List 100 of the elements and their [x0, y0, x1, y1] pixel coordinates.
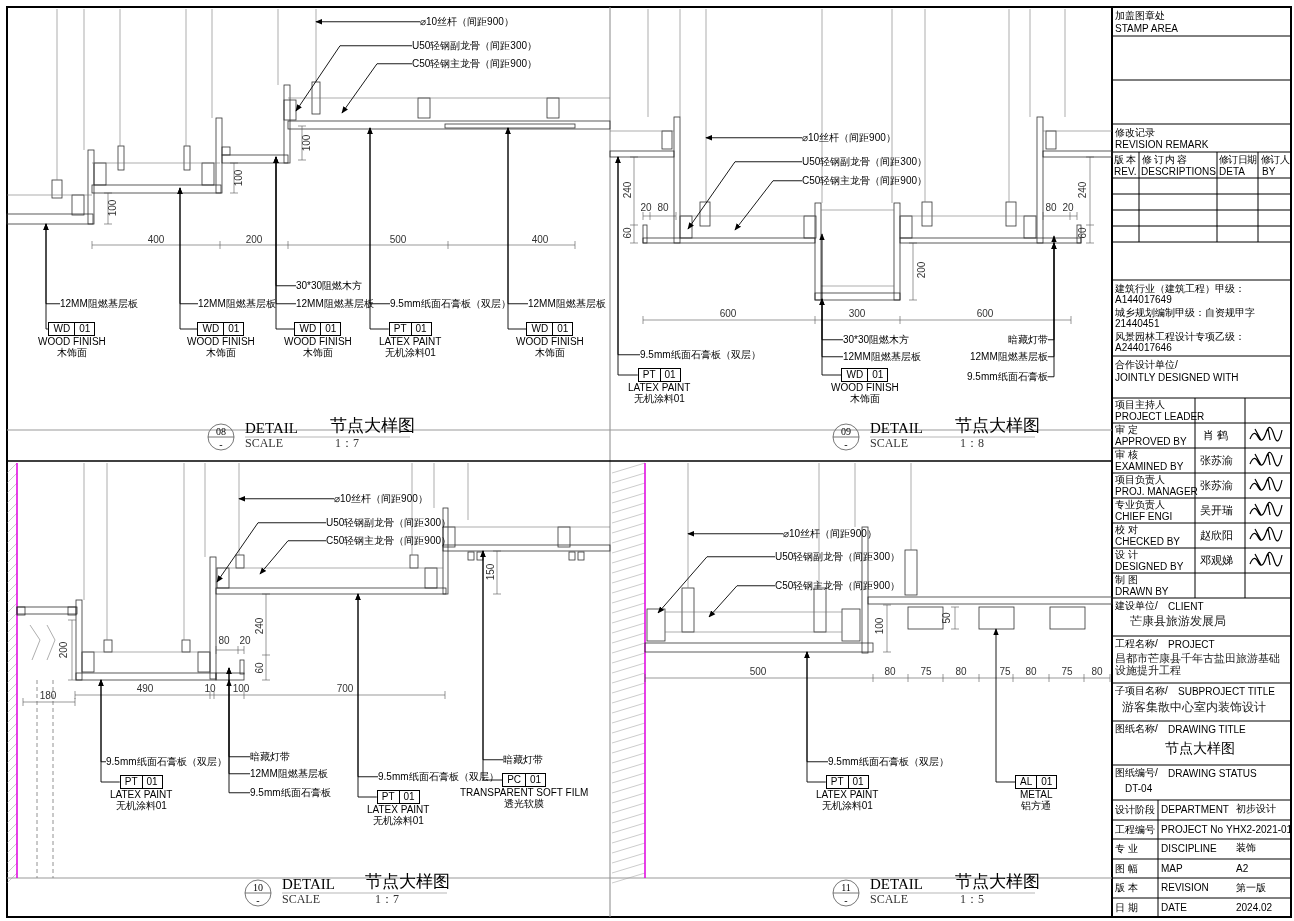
dimension-value: 180	[39, 689, 57, 701]
dimension-value: 20	[1062, 201, 1074, 213]
dimension-value: 80	[955, 665, 967, 677]
callout-text: 9.5mm纸面石膏板（双层）	[106, 756, 227, 768]
table-text: 建筑行业（建筑工程）甲级：A144017649	[1115, 283, 1246, 305]
table-text: 合作设计单位/	[1115, 359, 1178, 370]
callout-text: 暗藏灯带	[1008, 334, 1048, 346]
ceiling-section-drawing	[609, 8, 1113, 301]
material-name: 木饰面	[534, 347, 565, 358]
callout-text: 9.5mm纸面石膏板（双层）	[390, 298, 511, 310]
material-number: 01	[402, 791, 416, 803]
dimension-value: 20	[239, 634, 251, 646]
detail-heading: DETAIL	[282, 876, 335, 893]
dimension-value: 240	[253, 617, 265, 635]
table-text: DETA	[1219, 166, 1245, 177]
dimension-value: 200	[915, 261, 927, 279]
table-text: 装饰	[1236, 842, 1256, 853]
material-name: 木饰面	[56, 347, 87, 358]
table-text: DATE	[1161, 902, 1187, 913]
material-code: PC	[503, 774, 527, 786]
callout-text: ⌀10丝杆（间距900）	[783, 528, 877, 540]
scale-text: SCALE	[870, 437, 908, 451]
detail-number: -	[844, 438, 848, 450]
callout-text: ⌀10丝杆（间距900）	[420, 16, 514, 28]
dimension-value: 200	[245, 233, 263, 245]
material-code: PT	[638, 369, 661, 381]
material-code: PT	[826, 776, 849, 788]
table-text: DRAWING STATUS	[1168, 768, 1257, 779]
dimension-value: 100	[106, 199, 118, 217]
table-text: 审 核	[1115, 449, 1138, 460]
callout-text: 12MM阻燃基层板	[198, 298, 276, 310]
material-name: 铝方通	[1021, 800, 1052, 811]
detail-number: -	[844, 894, 848, 906]
detail-number: -	[256, 894, 260, 906]
material-number: 01	[556, 323, 570, 335]
material-name: 无机涂料01	[115, 800, 167, 811]
table-text: MAP	[1161, 863, 1183, 874]
table-text: A2	[1236, 863, 1249, 874]
material-name: LATEX PAINT	[367, 804, 430, 815]
table-text: 日 期	[1115, 902, 1138, 913]
material-name: WOOD FINISH	[38, 336, 106, 347]
material-number: 01	[529, 774, 543, 786]
ceiling-section-drawing	[6, 8, 611, 225]
material-name: 透光软膜	[504, 798, 545, 809]
callout-text: 30*30阻燃木方	[843, 334, 910, 346]
material-name: 木饰面	[302, 347, 333, 358]
detail-number: 08	[216, 425, 226, 437]
callout-text: 9.5mm纸面石膏板（双层）	[640, 349, 761, 361]
material-name: 无机涂料01	[372, 815, 424, 826]
callout-text: 9.5mm纸面石膏板	[967, 371, 1048, 383]
table-text: 初步设计	[1236, 803, 1276, 814]
material-number: 01	[78, 323, 92, 335]
table-text: 审 定	[1115, 424, 1138, 435]
dimension-value: 500	[749, 665, 767, 677]
callout-text: 30*30阻燃木方	[296, 280, 363, 292]
callout-text: 12MM阻燃基层板	[60, 298, 138, 310]
dimension-value: 500	[389, 233, 407, 245]
dimension-value: 700	[336, 682, 354, 694]
scale-text: 1：7	[375, 893, 399, 907]
material-name: 木饰面	[205, 347, 236, 358]
detail-title: 节点大样图	[955, 873, 1040, 892]
person-name: 张苏渝	[1200, 454, 1233, 467]
table-text: DRAWING TITLE	[1168, 724, 1246, 735]
dimension-value: 80	[218, 634, 230, 646]
table-text: 修订人	[1261, 154, 1290, 165]
table-text: 第一版	[1236, 882, 1266, 893]
dimension-value: 80	[1091, 665, 1103, 677]
table-text: DT-04	[1125, 783, 1153, 794]
dimension-value: 400	[147, 233, 165, 245]
dimension-value: 80	[1025, 665, 1037, 677]
material-code: WD	[49, 323, 76, 335]
person-name: 张苏渝	[1200, 479, 1233, 492]
dimension-value: 200	[57, 641, 69, 659]
scale-text: SCALE	[870, 893, 908, 907]
callout-text: U50轻钢副龙骨（间距300）	[326, 517, 452, 529]
table-text: SUBPROJECT TITLE	[1178, 686, 1275, 697]
callout-text: 12MM阻燃基层板	[296, 298, 374, 310]
material-name: LATEX PAINT	[379, 336, 442, 347]
table-text: APPROVED BY	[1115, 436, 1187, 447]
table-text: PROJECT LEADER	[1115, 411, 1205, 422]
dimension-value: 75	[999, 665, 1011, 677]
material-name: METAL	[1019, 789, 1053, 800]
callout-text: C50轻钢主龙骨（间距900）	[802, 175, 928, 187]
material-name: WOOD FINISH	[187, 336, 255, 347]
dimension-value: 50	[940, 612, 952, 624]
callout-text: 12MM阻燃基层板	[970, 351, 1048, 363]
detail-number: -	[219, 438, 223, 450]
material-code: PT	[120, 776, 143, 788]
table-text: 项目主持人	[1115, 399, 1165, 410]
dimension-value: 240	[621, 181, 633, 199]
material-name: 无机涂料01	[384, 347, 436, 358]
material-number: 01	[227, 323, 241, 335]
dimension-value: 10	[204, 682, 216, 694]
callout-text: C50轻钢主龙骨（间距900）	[326, 535, 452, 547]
callout-text: 9.5mm纸面石膏板（双层）	[378, 771, 499, 783]
material-name: WOOD FINISH	[516, 336, 584, 347]
person-name: 赵欣阳	[1200, 529, 1233, 542]
callout-text: C50轻钢主龙骨（间距900）	[412, 58, 538, 70]
table-text: 风景园林工程设计专项乙级：A244017646	[1115, 331, 1246, 353]
table-text: BY	[1262, 166, 1276, 177]
